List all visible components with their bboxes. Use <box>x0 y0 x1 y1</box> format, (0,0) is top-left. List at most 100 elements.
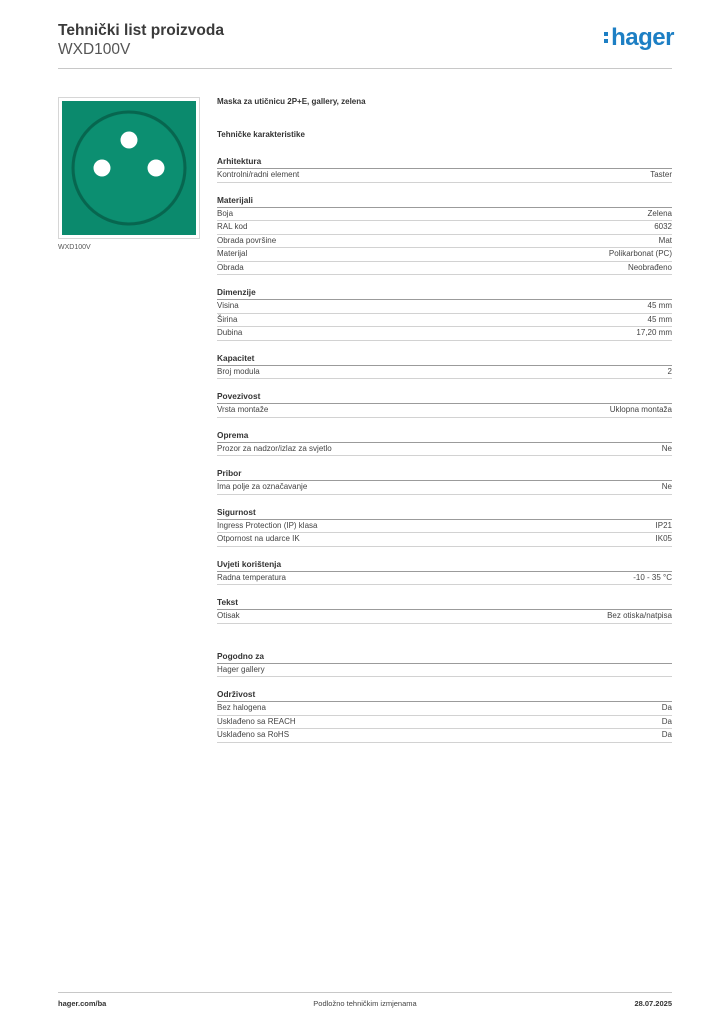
spec-value: Taster <box>650 170 672 179</box>
section-title: Dimenzije <box>217 286 672 300</box>
spec-label: Materijal <box>217 249 248 258</box>
spec-label: Obrada površine <box>217 235 277 245</box>
spec-value: Uklopna montaža <box>609 405 672 414</box>
spec-row: Hager gallery <box>217 664 672 677</box>
image-caption: WXD100V <box>58 244 91 251</box>
spec-value: Da <box>661 730 672 739</box>
footer-divider <box>58 992 672 993</box>
spec-label: Bez halogena <box>217 703 266 712</box>
section-title: Oprema <box>217 429 672 443</box>
spec-label: Prozor za nadzor/izlaz za svjetlo <box>217 443 332 453</box>
logo-dots-icon <box>604 32 609 46</box>
spec-row: Obrada Neobrađeno <box>217 262 672 275</box>
spec-label: Širina <box>217 314 238 324</box>
spec-label: Ingress Protection (IP) klasa <box>217 520 318 530</box>
spec-row: Obrada površine Mat <box>217 235 672 248</box>
section-title: Pogodno za <box>217 650 672 664</box>
spec-row: RAL kod 6032 <box>217 221 672 235</box>
spec-label: Usklađeno sa REACH <box>217 716 296 726</box>
spec-row: Kontrolni/radni element Taster <box>217 169 672 183</box>
spec-value: Bez otiska/natpisa <box>607 611 672 620</box>
spec-value: 45 mm <box>647 314 672 324</box>
spec-value: Zelena <box>647 208 672 218</box>
spec-value: Ne <box>661 443 672 453</box>
socket-cover-icon <box>62 101 196 235</box>
product-description: Maska za utičnicu 2P+E, gallery, zelena <box>217 97 366 106</box>
section-title: Uvjeti korištenja <box>217 558 672 572</box>
spec-content: Maska za utičnicu 2P+E, gallery, zelena … <box>217 96 672 754</box>
spec-value: Polikarbonat (PC) <box>608 249 672 258</box>
spec-value: 2 <box>667 366 672 376</box>
spec-row: Širina 45 mm <box>217 314 672 327</box>
spec-row: Bez halogena Da <box>217 702 672 716</box>
footer-notice: Podložno tehničkim izmjenama <box>313 999 417 1008</box>
spec-value: -10 - 35 °C <box>633 572 672 582</box>
tech-heading: Tehničke karakteristike <box>217 130 305 139</box>
spec-row: Boja Zelena <box>217 208 672 221</box>
spec-label: Boja <box>217 208 234 218</box>
spec-row: Prozor za nadzor/izlaz za svjetlo Ne <box>217 443 672 456</box>
logo-text: hager <box>611 24 674 51</box>
spec-label: Ima polje za označavanje <box>217 482 308 491</box>
section-title: Tekst <box>217 596 672 610</box>
spec-label: Vrsta montaže <box>217 405 269 414</box>
header-divider <box>58 68 672 69</box>
spec-label: Otisak <box>217 611 240 620</box>
page-footer: hager.com/ba Podložno tehničkim izmjenam… <box>58 998 672 1010</box>
spec-label: Obrada <box>217 262 244 272</box>
footer-date: 28.07.2025 <box>634 999 672 1008</box>
spec-row: Ingress Protection (IP) klasa IP21 <box>217 520 672 533</box>
section-title: Kapacitet <box>217 352 672 366</box>
spec-row: Radna temperatura -10 - 35 °C <box>217 572 672 585</box>
section-title: Pribor <box>217 467 672 481</box>
spec-label: RAL kod <box>217 222 248 231</box>
spec-value: Neobrađeno <box>627 262 672 272</box>
spec-value: Da <box>661 716 672 726</box>
spec-label: Hager gallery <box>217 664 265 674</box>
spec-value: 17,20 mm <box>636 328 672 337</box>
hager-logo: hager <box>604 24 674 52</box>
product-image <box>58 97 200 239</box>
spec-value: 6032 <box>654 222 672 231</box>
spec-row: Materijal Polikarbonat (PC) <box>217 248 672 262</box>
spec-value: Da <box>661 703 672 712</box>
spec-label: Kontrolni/radni element <box>217 170 300 179</box>
section-title: Sigurnost <box>217 506 672 520</box>
spec-label: Otpornost na udarce IK <box>217 534 300 543</box>
spec-value: Mat <box>658 235 672 245</box>
spec-label: Usklađeno sa RoHS <box>217 730 290 739</box>
product-code: WXD100V <box>58 41 131 58</box>
spec-value: IP21 <box>655 520 672 530</box>
section-title: Održivost <box>217 688 672 702</box>
section-title: Materijali <box>217 194 672 208</box>
spec-label: Radna temperatura <box>217 572 286 582</box>
footer-website: hager.com/ba <box>58 999 107 1008</box>
spec-row: Usklađeno sa RoHS Da <box>217 729 672 743</box>
spec-label: Broj modula <box>217 366 260 376</box>
spec-row: Otpornost na udarce IK IK05 <box>217 533 672 547</box>
spec-label: Dubina <box>217 328 243 337</box>
section-title: Arhitektura <box>217 155 672 169</box>
spec-value: IK05 <box>655 534 672 543</box>
document-title: Tehnički list proizvoda <box>58 22 224 39</box>
spec-row: Dubina 17,20 mm <box>217 327 672 341</box>
spec-row: Broj modula 2 <box>217 366 672 379</box>
spec-row: Visina 45 mm <box>217 300 672 314</box>
spec-row: Vrsta montaže Uklopna montaža <box>217 404 672 418</box>
spec-value: Ne <box>661 482 672 491</box>
section-title: Povezivost <box>217 390 672 404</box>
spec-value: 45 mm <box>647 301 672 310</box>
spec-label: Visina <box>217 301 239 310</box>
